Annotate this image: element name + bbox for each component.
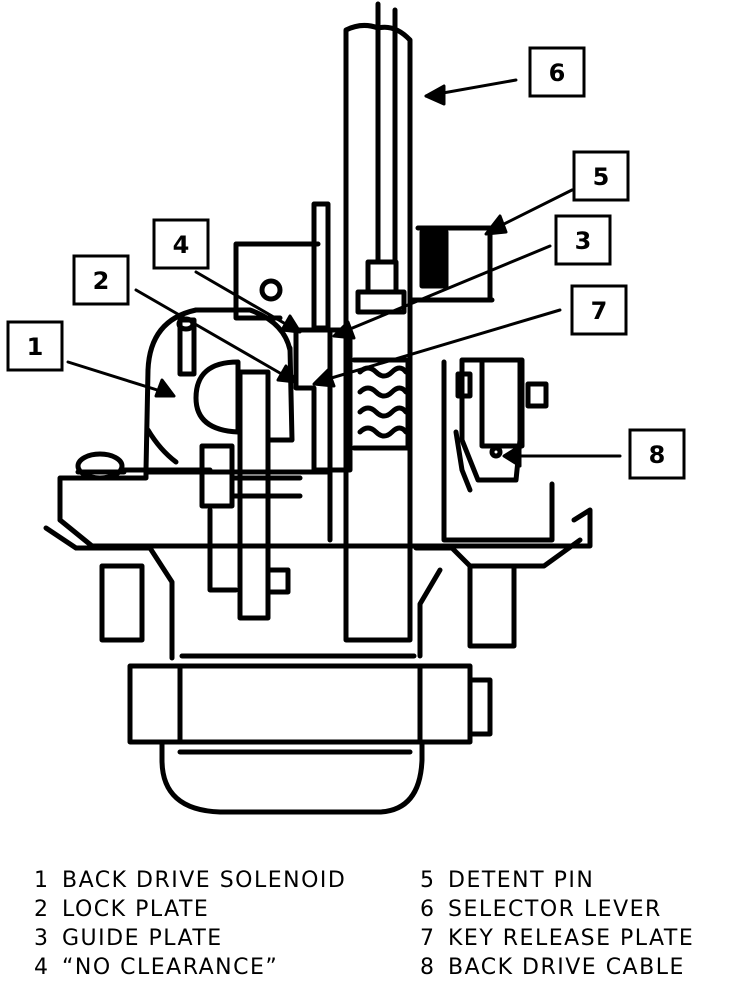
svg-text:4: 4: [173, 231, 190, 259]
upper-housing: [233, 225, 495, 321]
callout-6: 6: [528, 46, 586, 98]
svg-text:5: 5: [593, 163, 610, 191]
svg-text:8: 8: [649, 441, 666, 469]
svg-text:3: 3: [575, 227, 592, 255]
legend-item-4: 4“NO CLEARANCE”: [34, 955, 279, 980]
svg-text:2: 2: [93, 267, 110, 295]
callout-4: 4: [152, 218, 210, 270]
bottom-clamp: [127, 653, 493, 815]
callout-7: 7: [570, 284, 628, 336]
callout-3: 3: [554, 214, 612, 266]
svg-text:1: 1: [27, 333, 44, 361]
selector-lever: [343, 1, 413, 643]
callout-2: 2: [72, 254, 130, 306]
back-drive-cable-bracket: [441, 357, 555, 543]
linkage-lever: [199, 369, 303, 621]
callout-1: 1: [6, 320, 64, 372]
base-bracket: [43, 451, 593, 661]
callout-5: 5: [572, 150, 630, 202]
callout-8: 8: [628, 428, 686, 480]
svg-text:6: 6: [549, 59, 566, 87]
svg-text:7: 7: [591, 297, 608, 325]
leader-arrows: [66, 78, 622, 468]
back-drive-solenoid: [143, 307, 293, 473]
spring: [351, 357, 411, 451]
